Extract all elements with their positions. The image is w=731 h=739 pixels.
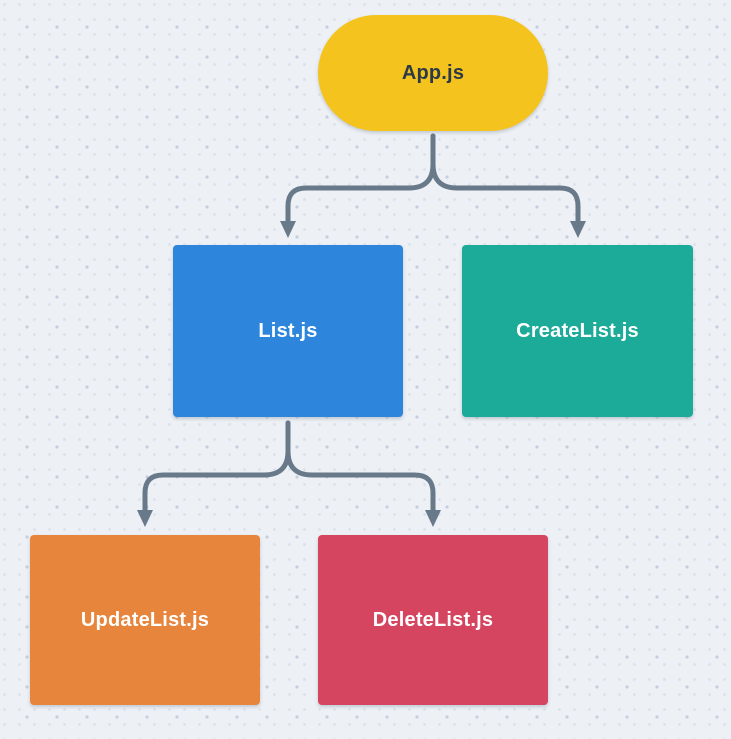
- node-list-js-label: List.js: [258, 319, 318, 342]
- node-createlist-js-label: CreateList.js: [516, 319, 639, 342]
- arrowhead-icon: [570, 221, 586, 238]
- arrowhead-icon: [137, 510, 153, 527]
- node-updatelist-js[interactable]: UpdateList.js: [30, 535, 260, 705]
- node-list-js[interactable]: List.js: [173, 245, 403, 417]
- node-app-js[interactable]: App.js: [318, 15, 548, 131]
- node-app-js-label: App.js: [401, 61, 465, 84]
- arrowhead-icon: [425, 510, 441, 527]
- node-createlist-js[interactable]: CreateList.js: [462, 245, 693, 417]
- edge-app-to-createlist: [430, 133, 586, 238]
- node-deletelist-js-label: DeleteList.js: [372, 608, 494, 631]
- edge-app-to-list: [280, 133, 436, 238]
- node-deletelist-js[interactable]: DeleteList.js: [318, 535, 548, 705]
- node-updatelist-js-label: UpdateList.js: [80, 608, 210, 631]
- edge-list-to-updatelist: [137, 420, 291, 527]
- edge-list-to-deletelist: [285, 420, 441, 527]
- arrowhead-icon: [280, 221, 296, 238]
